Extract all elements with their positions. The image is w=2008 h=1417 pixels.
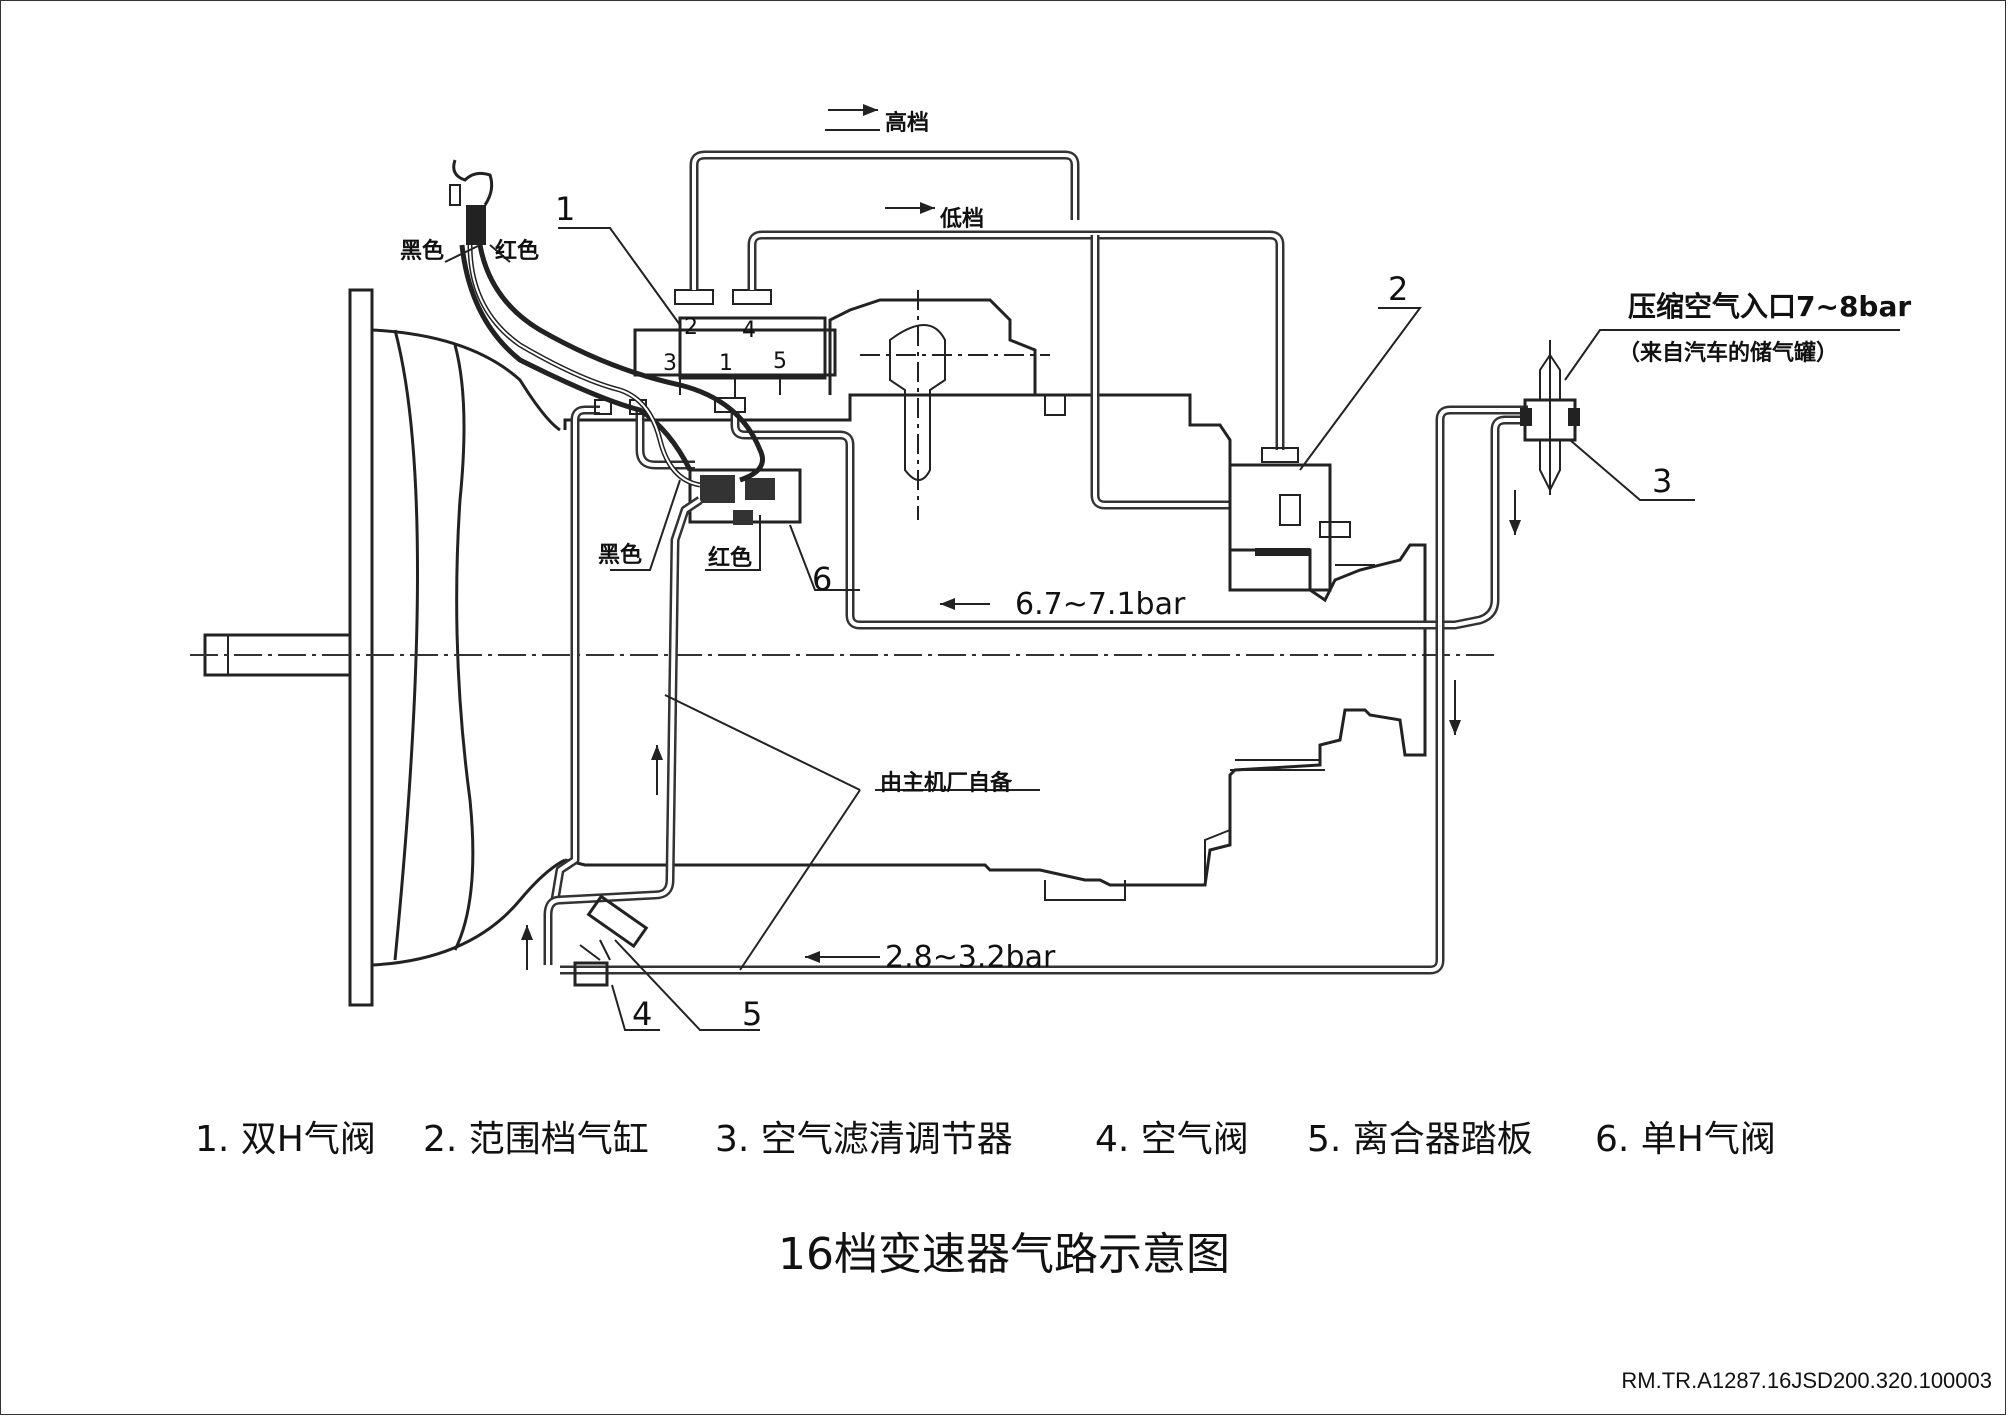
valve-port-5: 5: [773, 349, 787, 374]
clutch-housing: [348, 288, 566, 1007]
air-source-label: （来自汽车的储气罐）: [1618, 340, 1838, 366]
callout-1: 1: [555, 190, 575, 228]
pressure-high-label: 6.7~7.1bar: [1015, 587, 1186, 622]
high-gear-pipe: [689, 150, 1080, 290]
valve-port-2: 2: [684, 315, 698, 340]
callout-3: 3: [1652, 462, 1672, 500]
gearbox-housing: [563, 393, 1427, 901]
callout-6: 6: [812, 560, 832, 598]
red-wire-label-top: 红色: [495, 238, 539, 264]
red-wire-label-bottom: 红色: [708, 545, 752, 571]
black-wire-label-bottom: 黑色: [598, 542, 642, 568]
document-id: RM.TR.A1287.16JSD200.320.100003: [1621, 1368, 1992, 1393]
component-legend: 1. 双H气阀 2. 范围档气缸 3. 空气滤清调节器 4. 空气阀 5. 离合…: [195, 1110, 1815, 1160]
legend-item-4: 4. 空气阀: [1095, 1119, 1249, 1160]
diagram-title: 16档变速器气路示意图: [778, 1229, 1230, 1280]
flow-arrows: [521, 104, 1521, 970]
oem-supplied-label: 由主机厂自备: [880, 770, 1013, 796]
legend-item-6: 6. 单H气阀: [1595, 1119, 1776, 1160]
supply-pipe-high-pressure: [560, 405, 1528, 975]
switch-cables: [459, 244, 765, 488]
callout-2: 2: [1388, 270, 1408, 308]
shift-tower: [828, 290, 1066, 520]
range-cylinder: [1228, 447, 1375, 592]
callout-leaders: [444, 227, 1900, 1031]
air-filter-regulator: [1520, 340, 1580, 495]
shift-knob-switch: [449, 159, 494, 245]
legend-item-1: 1. 双H气阀: [195, 1119, 376, 1160]
valve-interconnect-pipes: [543, 399, 703, 965]
legend-item-2: 2. 范围档气缸: [423, 1119, 649, 1160]
valve-port-4: 4: [742, 318, 756, 343]
callout-5: 5: [742, 995, 762, 1033]
air-valve: [573, 961, 609, 987]
air-inlet-label: 压缩空气入口7~8bar: [1628, 290, 1911, 323]
pressure-low-label: 2.8~3.2bar: [885, 940, 1056, 975]
low-gear-label: 低档: [939, 207, 984, 232]
low-gear-pipe: [747, 230, 1285, 510]
legend-item-3: 3. 空气滤清调节器: [715, 1119, 1013, 1160]
valve-port-1: 1: [719, 351, 733, 376]
callout-4: 4: [632, 995, 652, 1033]
clutch-pedal: [579, 894, 649, 961]
valve-port-3: 3: [663, 351, 677, 376]
black-wire-label-top: 黑色: [400, 238, 444, 264]
legend-item-5: 5. 离合器踏板: [1307, 1119, 1533, 1160]
high-gear-label: 高档: [885, 110, 929, 136]
single-h-valve: [688, 468, 802, 525]
